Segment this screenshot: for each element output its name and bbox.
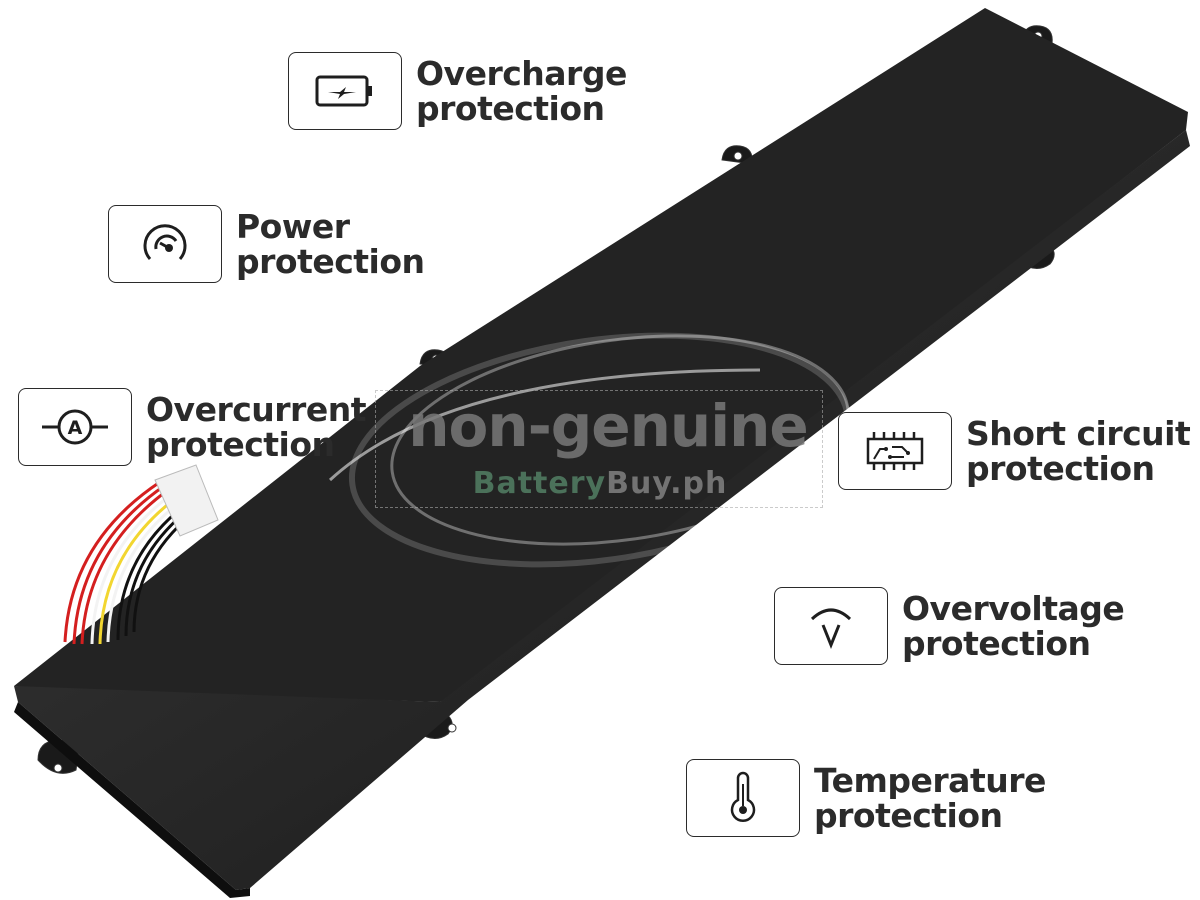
watermark-brand: BatteryBuy.ph — [472, 466, 728, 501]
watermark-frame — [375, 390, 823, 508]
battery-charge-icon — [288, 52, 402, 130]
gauge-icon — [108, 205, 222, 283]
circuit-chip-icon — [838, 412, 952, 490]
voltmeter-icon — [774, 587, 888, 665]
wire-connector — [154, 464, 219, 537]
thermometer-icon — [686, 759, 800, 837]
ammeter-icon: A — [18, 388, 132, 466]
battery-top-face — [14, 8, 1188, 702]
svg-text:A: A — [68, 417, 83, 439]
battery-side-edge — [14, 130, 1190, 890]
watermark-text: non-genuine — [408, 392, 808, 460]
